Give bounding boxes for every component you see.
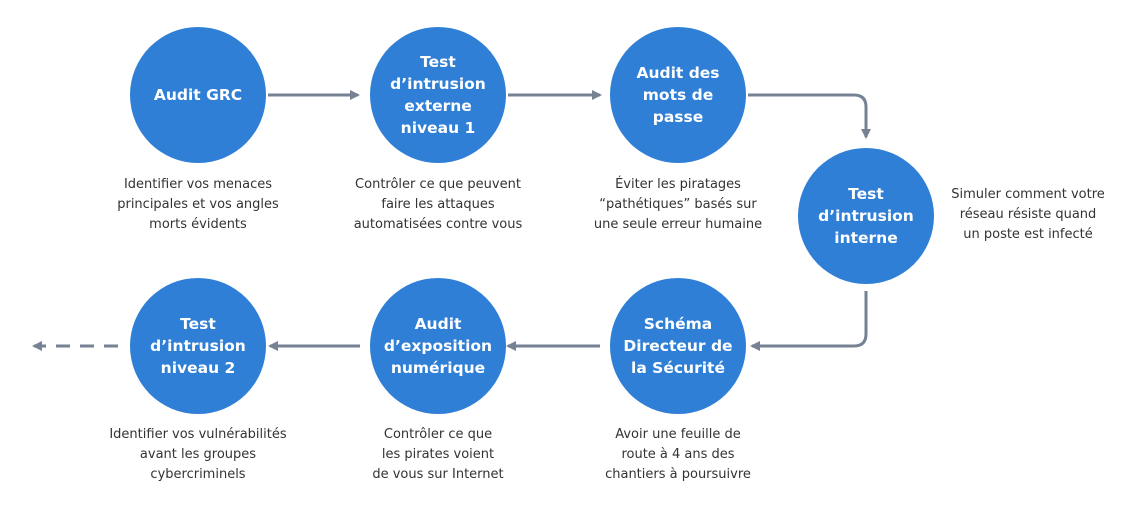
- step-test-intrusion-externe: Test d’intrusion externe niveau 1: [370, 27, 506, 163]
- step-audit-grc-description: Identifier vos menaces principales et vo…: [117, 177, 279, 232]
- step-audit-exposition-description: Contrôler ce que les pirates voient de v…: [372, 427, 504, 482]
- arrow-3-to-4: [748, 93, 871, 139]
- step-test-intrusion-interne-description: Simuler comment votre réseau résiste qua…: [951, 187, 1105, 242]
- step-test-intrusion-interne: Test d’intrusion interne: [798, 148, 934, 284]
- step-schema-directeur: Schéma Directeur de la Sécurité: [610, 278, 746, 414]
- step-test-intrusion-externe-description: Contrôler ce que peuvent faire les attaq…: [353, 177, 523, 232]
- step-audit-mots-de-passe-description: Éviter les piratages “pathétiques” basés…: [593, 177, 763, 232]
- step-schema-directeur-description: Avoir une feuille de route à 4 ans des c…: [605, 427, 751, 482]
- arrow-4-to-5: [750, 291, 868, 351]
- step-test-intrusion-niveau-2-description: Identifier vos vulnérabilités avant les …: [109, 427, 287, 482]
- step-audit-grc: Audit GRC: [130, 27, 266, 163]
- step-audit-mots-de-passe: Audit des mots de passe: [610, 27, 746, 163]
- step-test-intrusion-niveau-2: Test d’intrusion niveau 2: [130, 278, 266, 414]
- step-audit-exposition: Audit d’exposition numérique: [370, 278, 506, 414]
